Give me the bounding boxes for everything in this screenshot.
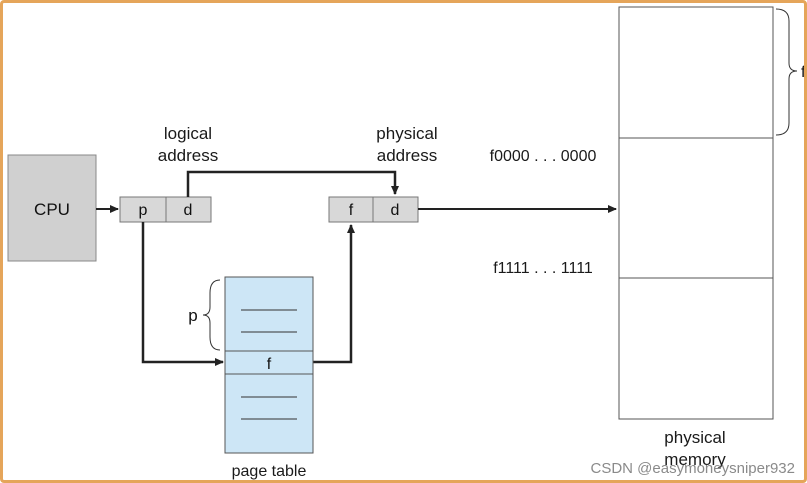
logical-address-box: p d: [119, 196, 212, 223]
page-number-to-table-arrow: [141, 222, 224, 366]
cpu-label: CPU: [34, 200, 70, 219]
physical-memory: [618, 6, 774, 420]
frame-brace-label: f: [801, 64, 806, 81]
frame-number-arrow: [313, 224, 355, 364]
page-table-caption: page table: [232, 463, 307, 480]
logical-address-label-line1: logical: [164, 124, 212, 143]
page-table: f: [224, 276, 314, 454]
physical-memory-caption-line1: physical: [664, 428, 725, 447]
page-offset-brace: [202, 279, 221, 351]
logical-address-label-line2: address: [158, 146, 218, 165]
frame-brace: [775, 8, 798, 136]
page-table-p-label: p: [188, 306, 197, 325]
physical-address-box: f d: [328, 196, 419, 223]
offset-connector-arrow: [186, 170, 399, 197]
physical-address-label-line1: physical: [376, 124, 437, 143]
physical-d-label: d: [391, 202, 400, 219]
page-table-f-label: f: [267, 356, 272, 373]
logical-d-label: d: [184, 202, 193, 219]
logical-p-label: p: [139, 202, 148, 219]
cpu-box: [7, 154, 97, 262]
page-table-body: [224, 276, 314, 454]
physical-memory-body: [618, 6, 774, 420]
csdn-watermark: CSDN @easymoneysniper932: [591, 460, 796, 477]
memory-start-address: f0000 . . . 0000: [490, 148, 597, 165]
physical-f-label: f: [349, 202, 354, 219]
logical-p-cell: [119, 196, 167, 223]
paging-diagram: CPU p d logical address f d physical add…: [7, 6, 806, 480]
physical-memory-caption-line2: memory: [664, 450, 726, 469]
memory-end-address: f1111 . . . 1111: [493, 260, 593, 277]
physical-address-label-line2: address: [377, 146, 437, 165]
